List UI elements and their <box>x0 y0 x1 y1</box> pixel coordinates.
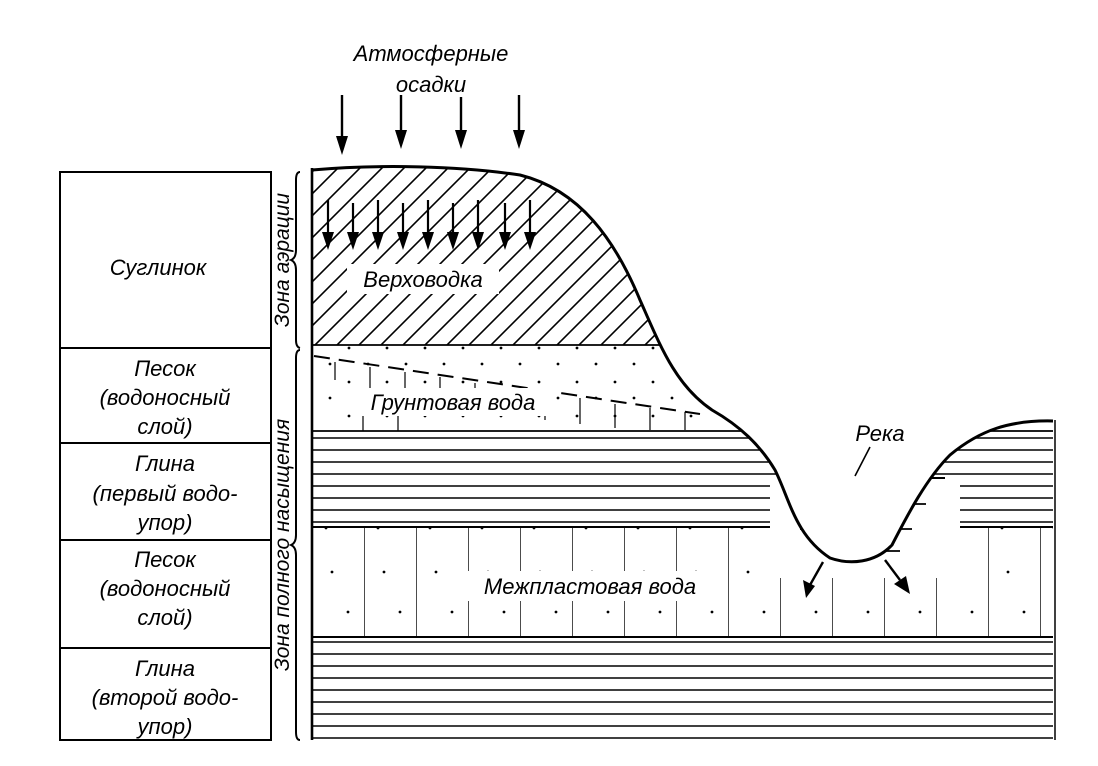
infiltration-arrows <box>322 200 536 250</box>
legend-cell-clay-2: Глина (второй водо- упор) <box>92 656 239 739</box>
infiltration-arrow-icon <box>472 200 484 250</box>
infiltration-arrow-icon <box>397 203 409 250</box>
river-water <box>770 477 960 578</box>
infiltration-arrow-icon <box>447 203 459 250</box>
legend-clay2-line3: упор) <box>136 714 193 739</box>
legend-cell-sand-1: Песок (водоносный слой) <box>100 356 231 439</box>
legend-sand2-line3: слой) <box>137 605 192 630</box>
zone-aeration-label: Зона аэрации <box>271 193 294 327</box>
groundwater-label: Грунтовая вода <box>352 388 554 416</box>
legend-clay1-line3: упор) <box>136 510 193 535</box>
clay-layer-second <box>312 637 1053 740</box>
rain-arrow-icon <box>455 97 467 149</box>
legend-clay1-line2: (первый водо- <box>93 481 238 506</box>
legend-sand2-line2: (водоносный <box>100 576 231 601</box>
legend-sand1-line2: (водоносный <box>100 385 231 410</box>
legend-clay2-line1: Глина <box>135 656 195 681</box>
infiltration-arrow-icon <box>372 200 384 250</box>
zone-saturation: Зона полного насыщения <box>271 349 301 741</box>
discharge-arrow-left-icon <box>803 561 825 598</box>
legend-cell-loam: Суглинок <box>110 255 208 280</box>
geological-profile <box>312 166 1053 740</box>
infiltration-arrow-icon <box>322 200 334 250</box>
river-label: Река <box>854 421 905 477</box>
legend-clay2-line2: (второй водо- <box>92 685 239 710</box>
precipitation-title: Атмосферные осадки <box>352 41 509 97</box>
precipitation-title-line2: осадки <box>396 72 466 97</box>
infiltration-arrow-icon <box>524 200 536 250</box>
legend-sand1-line1: Песок <box>134 356 197 381</box>
infiltration-arrow-icon <box>422 200 434 250</box>
rain-arrow-icon <box>395 95 407 149</box>
zone-aeration: Зона аэрации <box>271 171 301 349</box>
precipitation-title-line1: Атмосферные <box>352 41 509 66</box>
groundwater-text: Грунтовая вода <box>371 390 536 415</box>
interlayer-water-text: Межпластовая вода <box>484 574 696 599</box>
rain-arrow-icon <box>513 95 525 149</box>
discharge-arrows <box>803 559 910 598</box>
legend-sand2-line1: Песок <box>134 547 197 572</box>
legend-column: Суглинок Песок (водоносный слой) Глина (… <box>59 171 272 741</box>
legend-clay1-line1: Глина <box>135 451 195 476</box>
ground-surface <box>311 165 1054 564</box>
perched-water-label: Верховодка <box>347 264 499 294</box>
legend-cell-sand-2: Песок (водоносный слой) <box>100 547 231 630</box>
legend-sand1-line3: слой) <box>137 414 192 439</box>
zone-saturation-label: Зона полного насыщения <box>271 419 294 671</box>
legend-frame <box>59 171 272 741</box>
rain-arrows <box>336 95 525 155</box>
infiltration-arrow-icon <box>347 203 359 250</box>
discharge-arrow-right-icon <box>884 559 910 594</box>
infiltration-arrow-icon <box>499 203 511 250</box>
perched-water-text: Верховодка <box>363 267 482 292</box>
legend-loam-label: Суглинок <box>110 255 208 280</box>
legend-cell-clay-1: Глина (первый водо- упор) <box>93 451 238 535</box>
rain-arrow-icon <box>336 95 348 155</box>
river-text: Река <box>855 421 904 446</box>
interlayer-water-label: Межпластовая вода <box>462 571 718 601</box>
loam-layer <box>312 166 1053 345</box>
